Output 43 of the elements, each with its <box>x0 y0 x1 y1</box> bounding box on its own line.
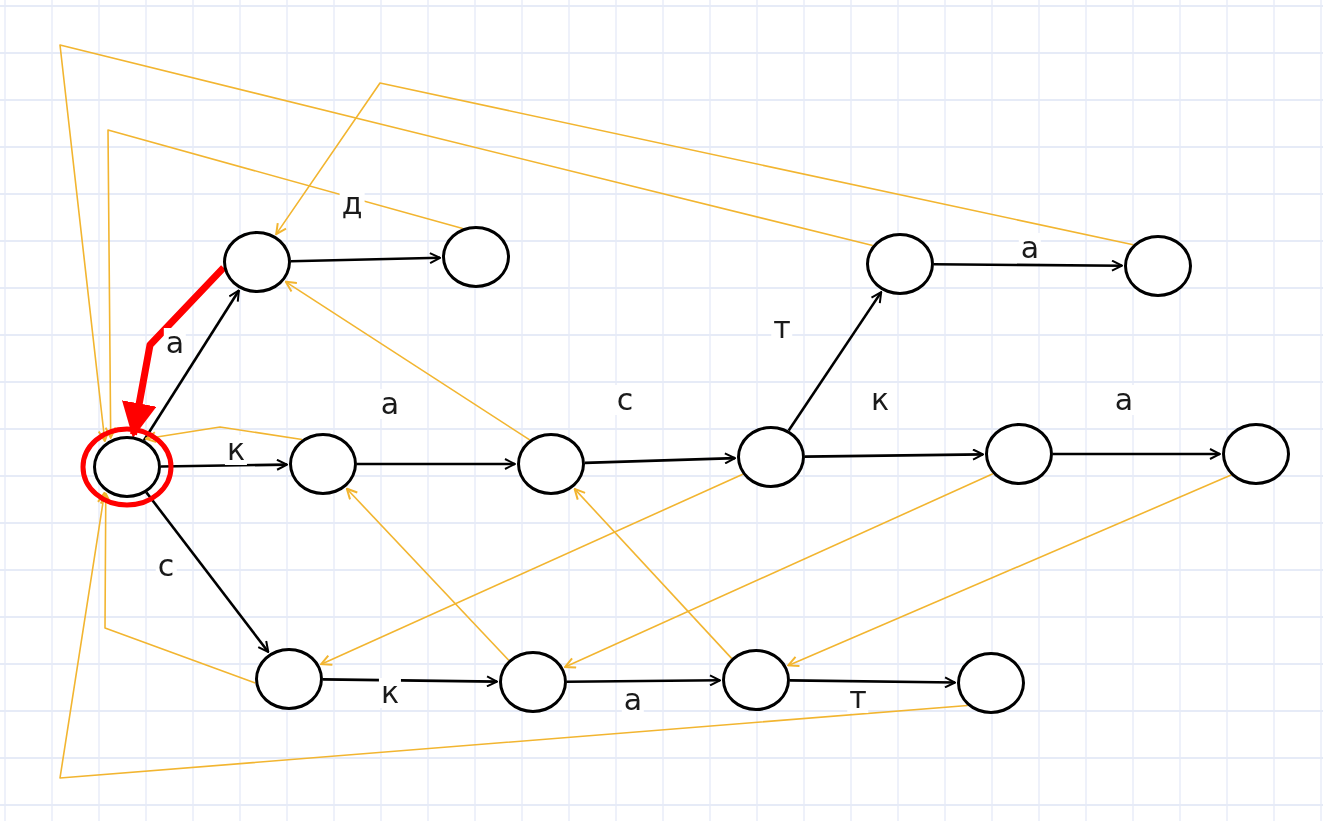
link-arrow <box>59 491 969 779</box>
state-circle <box>985 423 1053 485</box>
link-arrow <box>284 280 531 441</box>
link-arrow <box>787 474 1232 668</box>
state-circle <box>499 651 567 713</box>
transition-arrow <box>142 289 240 441</box>
edge-label: к <box>224 435 248 465</box>
transition-arrow <box>1053 448 1221 460</box>
link-arrow <box>144 426 303 444</box>
state-circle <box>223 231 291 293</box>
transition-arrow <box>323 675 498 688</box>
state-circle <box>517 433 585 495</box>
transition-arrow <box>584 452 736 465</box>
link-arrow <box>345 487 510 662</box>
link-arrow <box>320 473 744 666</box>
transition-arrow <box>790 676 956 689</box>
transition-arrow <box>290 252 441 265</box>
link-arrow <box>104 129 464 439</box>
state-circle <box>93 436 161 498</box>
transition-arrow <box>567 674 721 687</box>
link-arrow <box>122 265 227 438</box>
link-arrow <box>59 44 874 442</box>
state-circle <box>1124 235 1192 297</box>
state-circle <box>737 426 805 488</box>
edge-label: к <box>378 678 402 708</box>
transition-arrow <box>357 458 516 470</box>
transition-arrow <box>934 259 1123 272</box>
transition-arrow <box>145 491 270 653</box>
transition-arrow <box>161 458 288 471</box>
link-arrow <box>275 82 1134 246</box>
transition-arrow <box>805 448 984 461</box>
state-circle <box>866 233 934 295</box>
state-circle <box>255 648 323 710</box>
link-arrow <box>99 492 257 684</box>
state-circle <box>957 652 1025 714</box>
link-arrow <box>564 473 994 669</box>
state-circle <box>1222 423 1290 485</box>
transition-arrow <box>787 291 883 432</box>
edge-label: т <box>847 683 869 713</box>
state-circle <box>289 433 357 495</box>
link-arrow <box>573 487 733 660</box>
state-circle <box>722 649 790 711</box>
edge-label: а <box>1018 233 1042 263</box>
